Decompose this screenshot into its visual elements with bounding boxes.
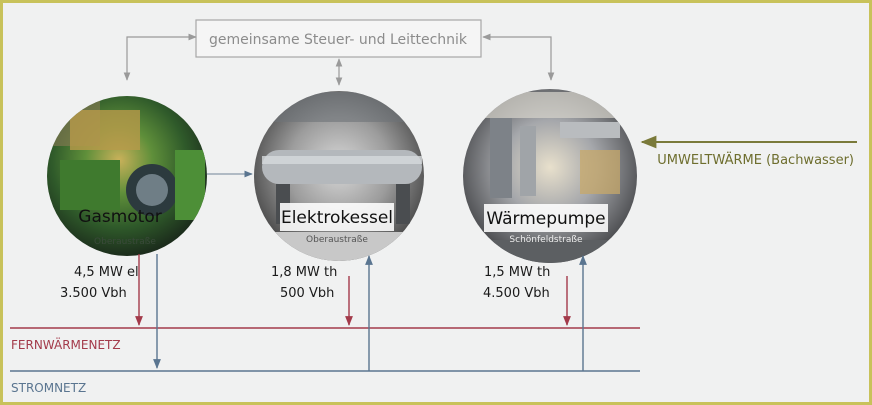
control-box-label: gemeinsame Steuer- und Leittechnik (209, 32, 468, 48)
unit-waermepumpe: Wärmepumpe Schönfeldstraße (463, 89, 637, 263)
gasmotor-hours: 3.500 Vbh (60, 286, 127, 301)
elektrokessel-name: Elektrokessel (281, 208, 393, 228)
waermepumpe-capacity: 1,5 MW th (484, 265, 550, 280)
control-box (195, 19, 482, 58)
waermepumpe-label-bg (484, 204, 608, 232)
heat-output-arrows (135, 254, 571, 326)
waermepumpe-hours: 4.500 Vbh (483, 286, 550, 301)
unit-gasmotor: Gasmotor Oberaustraße (47, 96, 207, 256)
power-grid-label: STROMNETZ (11, 381, 86, 395)
unit-elektrokessel: Elektrokessel Oberaustraße (254, 91, 424, 261)
elektrokessel-capacity: 1,8 MW th (271, 265, 337, 280)
elektrokessel-location: Oberaustraße (306, 235, 368, 245)
power-flow-arrows (153, 254, 587, 371)
gasmotor-capacity: 4,5 MW el (74, 265, 139, 280)
elektrokessel-hours: 500 Vbh (280, 286, 334, 301)
gasmotor-name: Gasmotor (78, 207, 161, 227)
elektrokessel-label-bg (280, 203, 394, 231)
district-heating-label: FERNWÄRMENETZ (11, 337, 121, 352)
environment-heat-label: UMWELTWÄRME (Bachwasser) (657, 152, 854, 168)
control-connections (123, 33, 555, 86)
waermepumpe-name: Wärmepumpe (486, 209, 605, 229)
waermepumpe-location: Schönfeldstraße (509, 235, 583, 245)
gasmotor-location: Oberaustraße (94, 237, 156, 247)
